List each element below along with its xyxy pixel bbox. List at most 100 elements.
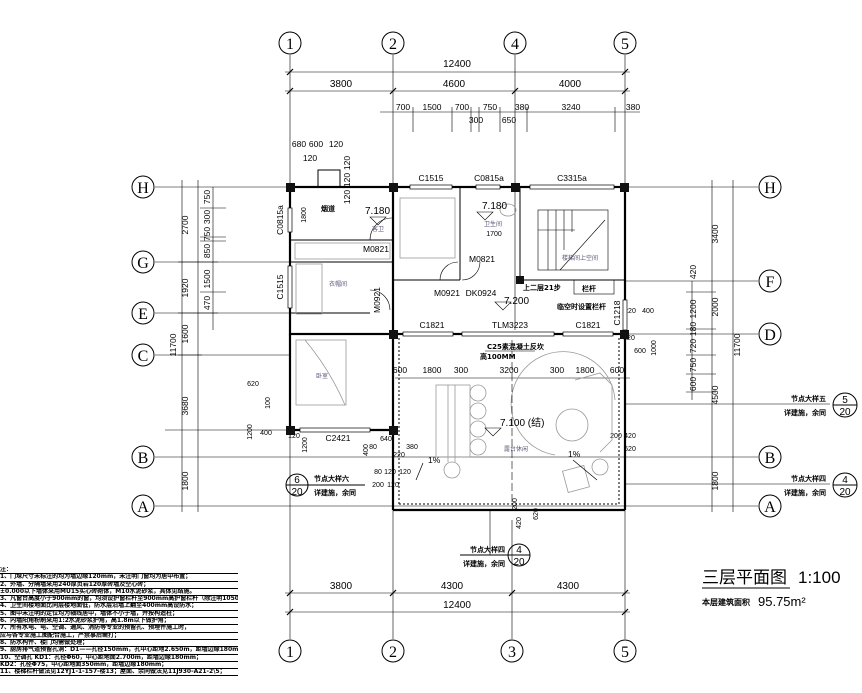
window-code: C1821	[419, 320, 444, 330]
dim-terrace: 600	[393, 365, 407, 375]
slope-value: 1%	[428, 455, 441, 465]
dim-misc: 80	[369, 444, 377, 451]
dim-bottom-bay: 4300	[441, 581, 464, 592]
axis-1-top: 1	[278, 31, 302, 55]
axis-5-bottom: 5	[613, 639, 637, 663]
dim-right-total: 11700	[732, 333, 742, 356]
dim-misc: 1200	[302, 437, 309, 453]
detail-callout-4-right: 节点大样四 详建施，余同 4 20	[784, 472, 858, 498]
note-line: 应与各专业施工图配合施工，严禁事后凿打；	[0, 633, 238, 640]
level-value: 7.180	[365, 206, 390, 217]
svg-text:B: B	[765, 450, 776, 467]
slope-value: 1%	[568, 449, 581, 459]
dim-flue: 120	[342, 190, 352, 204]
dim-misc: 400	[260, 430, 272, 437]
dim-misc: 1000	[651, 340, 658, 356]
svg-text:5: 5	[842, 395, 848, 406]
dim-bottom-total: 12400	[443, 600, 471, 611]
svg-text:节点大样五: 节点大样五	[791, 394, 826, 403]
note-line: 11、楼梯栏杆做法见12YJ1-1-157-楼13；屋面、余同做法见11J930…	[0, 669, 238, 677]
svg-text:4: 4	[842, 475, 848, 486]
dim-right-inner: 180	[688, 322, 698, 336]
dim-left-inner: 470	[202, 296, 212, 310]
dim-misc: 620	[247, 381, 259, 388]
window-code: C2421	[325, 433, 350, 443]
svg-text:节点大样四: 节点大样四	[791, 474, 826, 483]
dim-top-detail: 380	[515, 102, 529, 112]
door-code: M0921	[434, 288, 460, 298]
svg-text:1: 1	[286, 644, 294, 661]
note-line: 5、图中未注明的定位均为轴线居中，墙体不小于墙，并按构造柱；	[0, 611, 238, 619]
axis-1-bottom: 1	[278, 639, 302, 663]
dim-left: 3680	[180, 396, 190, 415]
svg-text:4: 4	[516, 545, 522, 556]
dim-misc: 420	[516, 517, 523, 529]
svg-text:6: 6	[294, 475, 300, 486]
dim-top-detail: 700	[396, 102, 410, 112]
curb-height: 高100MM	[480, 352, 516, 361]
svg-text:2: 2	[389, 644, 397, 661]
railing-note: 临空时设置栏杆	[557, 302, 606, 311]
room-label: 衣帽间	[329, 280, 347, 288]
axis-H-left: H	[131, 175, 155, 199]
dim-top-total: 12400	[443, 59, 471, 70]
dim-right: 2000	[710, 297, 720, 316]
dim-misc: 100	[265, 397, 272, 409]
dimension-lines	[178, 68, 734, 616]
window-code: C1218	[612, 300, 622, 325]
svg-text:4: 4	[511, 36, 519, 53]
room-label: 楼梯间上空间	[562, 254, 598, 262]
room-label: 卫生间	[484, 220, 502, 228]
dim-left-total: 11700	[168, 333, 178, 356]
note-line: 注：	[0, 567, 238, 575]
opening-labels: C1515 C0815a C3315a C0815a C1515 M0821 M…	[275, 173, 622, 443]
dim-top-detail: 1500	[423, 102, 442, 112]
axis-G-left: G	[131, 250, 155, 274]
axis-2-top: 2	[381, 31, 405, 55]
svg-text:A: A	[764, 499, 776, 516]
note-line: 4、卫生间楼地面比同层楼地面低，防水层沿墙上翻至400mm高设防水；	[0, 603, 238, 611]
scale-text: 1:100	[798, 568, 841, 587]
dim-terrace: 600	[610, 365, 624, 375]
dim-bottom-bay: 3800	[330, 581, 353, 592]
note-line: 9、厨房排气道预留孔洞：D1——孔径150mm，孔中心距地2.650m，距墙边缘…	[0, 647, 238, 655]
axis-A-right: A	[758, 494, 782, 518]
note-line: 7、所有水电、电、空调、通风、消防等专业的预留孔、预埋件施工时，	[0, 625, 238, 633]
dimension-text: 12400 3800 4600 4000 700 1500 700 300 75…	[168, 59, 742, 611]
dim-left-inner: 750	[202, 190, 212, 204]
curb-note: C25素混凝土反坎	[487, 342, 545, 351]
detail-callout-4-bottom: 节点大样四 详建施，余同 4 20	[460, 510, 531, 568]
railing-label: 栏杆	[582, 284, 596, 293]
door-code: M0821	[363, 244, 389, 254]
svg-text:E: E	[138, 306, 148, 323]
dim-top-bay: 4600	[443, 79, 466, 90]
dim-terrace: 300	[454, 365, 468, 375]
window-code: C1515	[275, 274, 285, 299]
axis-B-left: B	[131, 445, 155, 469]
svg-text:20: 20	[839, 487, 851, 498]
dim-misc: 400	[363, 444, 370, 456]
dim-right: 1800	[710, 471, 720, 490]
area-label: 本层建筑面积	[701, 597, 750, 607]
note-line: 8、防水构件、楼门均需做处理；	[0, 640, 238, 648]
axis-E-left: E	[131, 301, 155, 325]
svg-text:5: 5	[621, 644, 629, 661]
svg-text:详建施，余同: 详建施，余同	[784, 408, 826, 417]
axis-5-top: 5	[613, 31, 637, 55]
dim-terrace: 3200	[500, 365, 519, 375]
slope-arrow-1	[415, 462, 424, 481]
svg-text:H: H	[764, 180, 776, 197]
dim-flue: 120	[342, 156, 352, 170]
dim-top-detail: 300	[469, 115, 483, 125]
svg-text:F: F	[766, 274, 775, 291]
dim-left: 1920	[180, 278, 190, 297]
svg-text:详建施，余同: 详建施，余同	[784, 488, 826, 497]
dim-left-inner: 1500	[202, 269, 212, 288]
dim-misc: 1200	[247, 424, 254, 440]
dim-flue: 120	[303, 153, 317, 163]
dim-misc: 400	[642, 308, 654, 315]
general-notes: 注：1、门垛尺寸未标注的均为墙边缘120mm，未注明门窗均为居中布置；2、外墙、…	[0, 567, 238, 677]
detail-callout-6: 6 20 节点大样六 详建施，余同	[285, 473, 365, 498]
dim-left: 2700	[180, 215, 190, 234]
slope-arrow-2	[572, 459, 598, 481]
